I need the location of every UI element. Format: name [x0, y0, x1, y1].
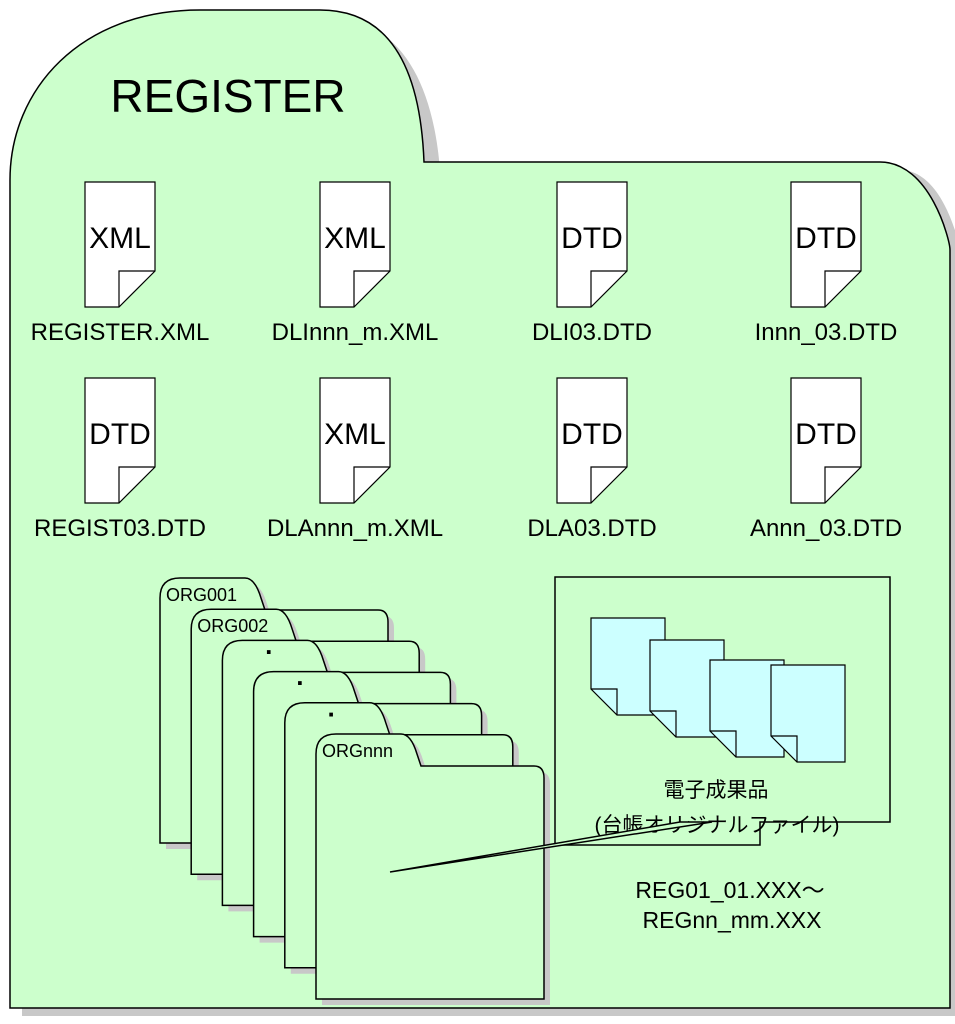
naming-line-1: REG01_01.XXX〜: [635, 877, 824, 903]
file-page: [84, 181, 156, 308]
file-page: [319, 181, 391, 308]
sub-folder-label: ·: [265, 636, 274, 666]
page-fold: [771, 735, 798, 762]
file-name-label: Innn_03.DTD: [755, 319, 898, 346]
deliverable-page: [649, 639, 725, 738]
sub-folder-label: ORG001: [166, 585, 237, 605]
file-fold: [353, 270, 390, 307]
deliverable-page: [709, 659, 785, 758]
file-page: [556, 377, 628, 504]
callout-pointer: [389, 821, 713, 873]
file-page: [319, 377, 391, 504]
file-page: [790, 377, 862, 504]
deliverables-title: 電子成果品: [664, 779, 769, 802]
file-icon: DTD DLA03.DTD: [527, 377, 657, 542]
sub-folder-label: ORG002: [197, 616, 268, 636]
page-sheet: [590, 617, 666, 716]
sub-folder-label: ·: [296, 668, 305, 698]
deliverable-pages: [590, 617, 846, 763]
file-icon: XML DLInnn_m.XML: [272, 181, 439, 346]
file-page: [790, 181, 862, 308]
deliverable-page: [590, 617, 666, 716]
page-sheet: [649, 639, 725, 738]
file-fold: [590, 466, 627, 503]
file-type-badge: DTD: [561, 222, 623, 255]
file-name-label: DLAnnn_m.XML: [267, 515, 443, 542]
file-fold: [118, 270, 155, 307]
file-name-label: DLInnn_m.XML: [272, 319, 439, 346]
file-type-badge: DTD: [795, 418, 857, 451]
sub-folder-label: ·: [327, 699, 336, 729]
file-page: [84, 377, 156, 504]
file-page: [556, 181, 628, 308]
file-type-badge: XML: [324, 418, 386, 451]
file-name-label: DLI03.DTD: [532, 319, 652, 346]
file-icon: XML DLAnnn_m.XML: [267, 377, 443, 542]
file-name-label: REGISTER.XML: [31, 319, 210, 346]
page-sheet: [709, 659, 785, 758]
page-fold: [591, 688, 618, 715]
page-fold: [710, 730, 737, 757]
sub-folder-label: ORGnnn: [322, 741, 393, 761]
file-fold: [824, 270, 861, 307]
file-type-badge: DTD: [795, 222, 857, 255]
file-type-badge: XML: [324, 222, 386, 255]
file-name-label: DLA03.DTD: [527, 515, 656, 542]
file-icon: DTD Annn_03.DTD: [750, 377, 902, 542]
file-fold: [118, 466, 155, 503]
file-type-badge: XML: [89, 222, 151, 255]
file-icon: XML REGISTER.XML: [31, 181, 210, 346]
file-fold: [590, 270, 627, 307]
file-icon: DTD REGIST03.DTD: [34, 377, 206, 542]
deliverable-page: [770, 664, 846, 763]
file-name-label: REGIST03.DTD: [34, 515, 206, 542]
naming-line-2: REGnn_mm.XXX: [643, 907, 822, 933]
file-type-badge: DTD: [89, 418, 151, 451]
file-fold: [824, 466, 861, 503]
file-icon: DTD DLI03.DTD: [532, 181, 652, 346]
file-type-badge: DTD: [561, 418, 623, 451]
file-icons: XML REGISTER.XML XML DLInnn_m.XML DTD DLI03.D…: [31, 181, 902, 542]
file-fold: [353, 466, 390, 503]
page-fold: [650, 710, 677, 737]
file-name-label: Annn_03.DTD: [750, 515, 902, 542]
sub-folder: ORGnnn: [315, 733, 550, 1005]
file-icon: DTD Innn_03.DTD: [755, 181, 898, 346]
main-folder-label: REGISTER: [110, 70, 345, 122]
page-sheet: [770, 664, 846, 763]
